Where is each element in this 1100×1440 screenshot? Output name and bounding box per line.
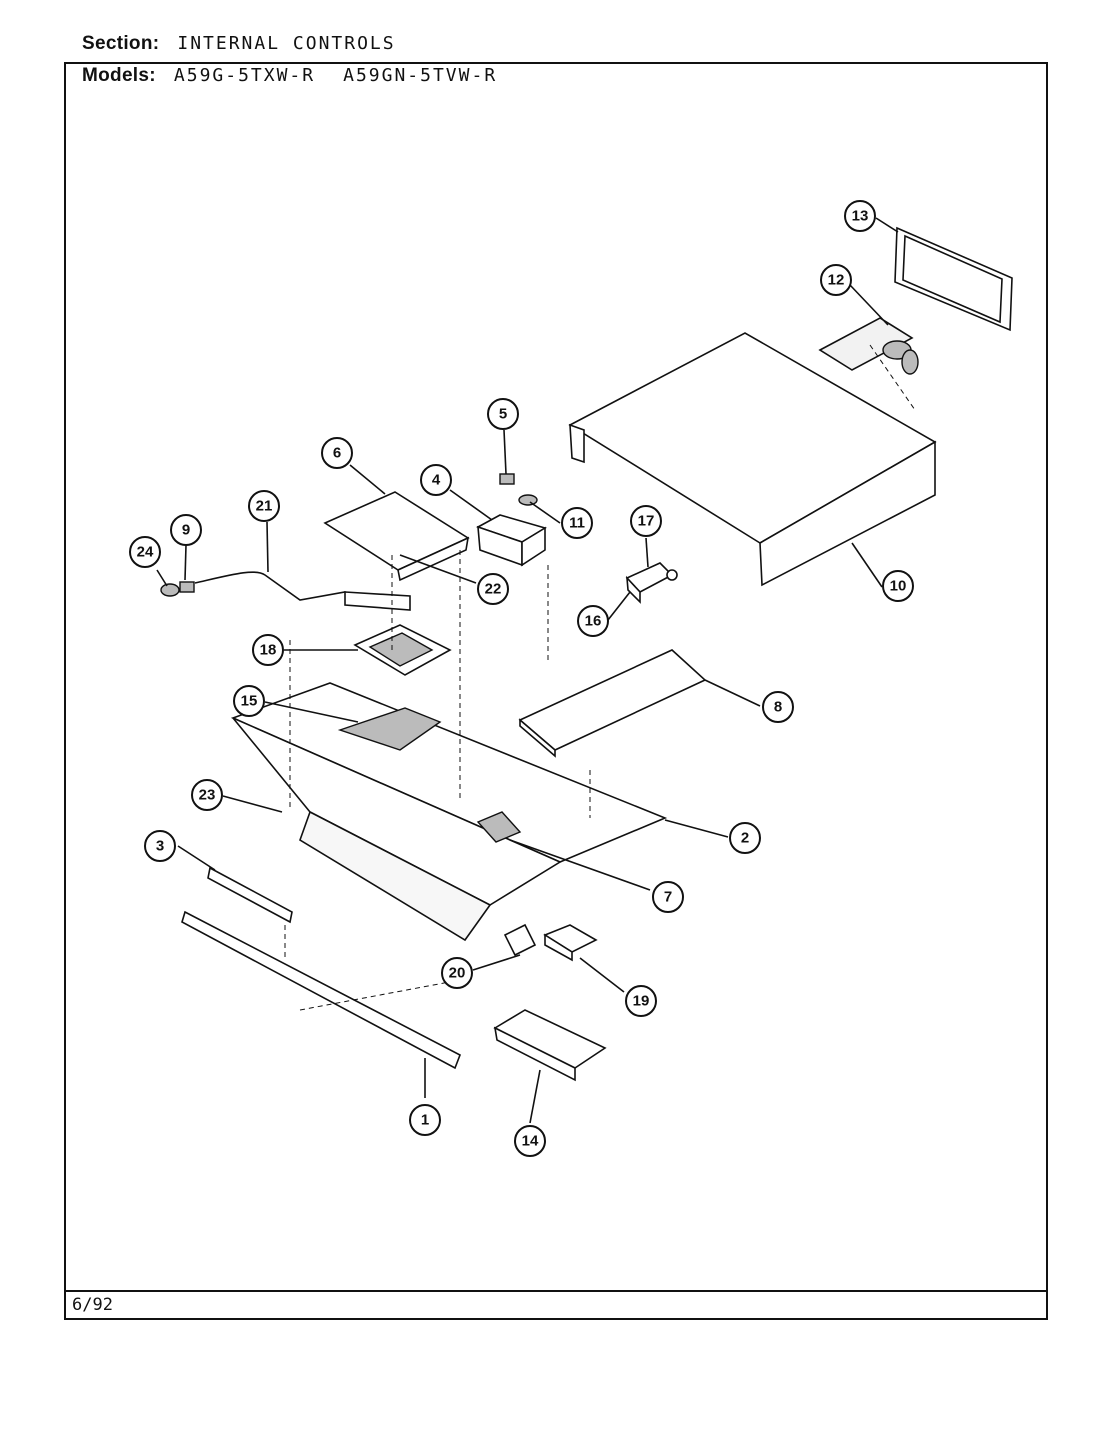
part-13-vent-frame	[894, 226, 1013, 332]
callout-1-label: 1	[421, 1112, 429, 1129]
callout-15-label: 15	[241, 693, 258, 710]
callout-24-label: 24	[137, 544, 154, 561]
part-21-rod	[194, 571, 411, 611]
callout-11: 11	[561, 507, 593, 539]
callout-6-label: 6	[333, 445, 341, 462]
section-label: Section:	[82, 33, 160, 54]
callout-11-label: 11	[569, 515, 585, 532]
callout-21: 21	[248, 490, 280, 522]
part-3-bracket	[207, 866, 293, 924]
callout-24: 24	[129, 536, 161, 568]
model-1: A59G-5TXW-R	[173, 65, 316, 86]
callout-14: 14	[514, 1125, 546, 1157]
model-2: A59GN-5TVW-R	[343, 65, 498, 86]
part-1-rail	[181, 910, 462, 1070]
callout-17: 17	[630, 505, 662, 537]
part-6-plate	[323, 491, 470, 582]
callout-18: 18	[252, 634, 284, 666]
callout-10: 10	[882, 570, 914, 602]
callout-21-label: 21	[256, 498, 273, 515]
models-header: Models: A59G-5TXW-R A59GN-5TVW-R	[82, 65, 497, 87]
part-10-top-cover	[568, 332, 937, 587]
callout-13-label: 13	[852, 208, 869, 225]
callout-23: 23	[191, 779, 223, 811]
callout-16: 16	[577, 605, 609, 637]
callout-4-label: 4	[432, 472, 441, 489]
part-24-knob	[160, 583, 180, 597]
callout-1: 1	[409, 1104, 441, 1136]
callout-10-label: 10	[890, 578, 907, 595]
callout-14-label: 14	[522, 1133, 539, 1150]
callout-8-label: 8	[774, 699, 782, 716]
callout-18-label: 18	[260, 642, 277, 659]
callout-19: 19	[625, 985, 657, 1017]
part-19-switch-block	[543, 924, 598, 962]
part-8-panel	[518, 649, 707, 758]
callout-3-label: 3	[156, 838, 164, 855]
callout-22-label: 22	[485, 581, 502, 598]
callout-7: 7	[652, 881, 684, 913]
part-18-mechanism	[353, 624, 452, 676]
callout-9: 9	[170, 514, 202, 546]
part-11-screw	[518, 494, 538, 506]
callout-16-label: 16	[585, 613, 602, 630]
part-20-clip	[503, 923, 537, 957]
callout-22: 22	[477, 573, 509, 605]
callout-20: 20	[441, 957, 473, 989]
callout-6: 6	[321, 437, 353, 469]
callout-2: 2	[729, 822, 761, 854]
part-14-channel	[493, 1009, 607, 1082]
callout-9-label: 9	[182, 522, 190, 539]
part-12-valve	[818, 317, 919, 375]
diagram-frame	[64, 62, 1048, 1320]
callout-2-label: 2	[741, 830, 749, 847]
part-2-base-tray	[230, 682, 668, 942]
callout-23-label: 23	[199, 787, 216, 804]
footer-date: 6/92	[72, 1295, 113, 1315]
callout-8: 8	[762, 691, 794, 723]
section-value: INTERNAL CONTROLS	[177, 33, 396, 54]
callout-7-label: 7	[664, 889, 672, 906]
part-4-bracket	[476, 514, 547, 567]
callout-5-label: 5	[499, 406, 507, 423]
callout-13: 13	[844, 200, 876, 232]
callout-20-label: 20	[449, 965, 466, 982]
footer-divider	[64, 1290, 1048, 1292]
callout-17-label: 17	[638, 513, 655, 530]
models-label: Models:	[82, 65, 156, 86]
part-9-bushing	[179, 581, 195, 593]
callout-15: 15	[233, 685, 265, 717]
part-5-clip	[499, 473, 515, 485]
callout-4: 4	[420, 464, 452, 496]
part-17-switch	[625, 562, 678, 604]
callout-19-label: 19	[633, 993, 650, 1010]
callout-12-label: 12	[828, 272, 845, 289]
callout-5: 5	[487, 398, 519, 430]
callout-3: 3	[144, 830, 176, 862]
callout-12: 12	[820, 264, 852, 296]
section-header: Section: INTERNAL CONTROLS	[82, 33, 396, 55]
